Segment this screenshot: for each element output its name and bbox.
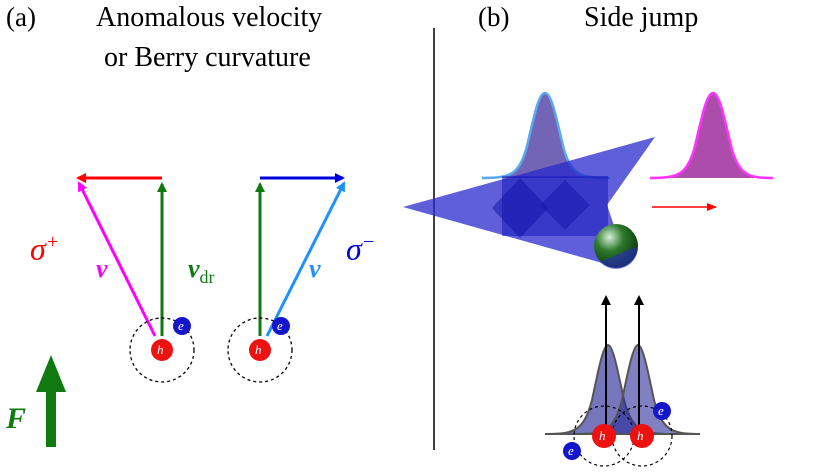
sigma-minus-label: σ− [346, 230, 376, 267]
panel-a-tag: (a) [6, 2, 36, 32]
hole-label-right: h [255, 342, 262, 357]
hole-b-right [630, 424, 654, 448]
panel-b-tag: (b) [478, 2, 510, 32]
electron-label-b-right: e [658, 403, 664, 418]
panel-a-title-line1: Anomalous velocity [96, 2, 323, 33]
exciton-orbit-b-right [611, 405, 673, 467]
wavepacket-final [650, 93, 773, 178]
velocity-label-left: v [96, 254, 108, 283]
panel-a-title-line2: or Berry curvature [104, 42, 311, 73]
hole-right [249, 339, 271, 361]
panel-a-right-group [227, 173, 346, 383]
drift-velocity-label: vdr [188, 254, 215, 288]
velocity-arrow-right [265, 181, 346, 337]
velocity-arrow-left [77, 181, 157, 337]
electron-label-left: e [178, 318, 184, 333]
force-arrow [36, 355, 66, 447]
panel-b-title: Side jump [584, 2, 699, 33]
electron-label-right: e [277, 318, 283, 333]
sigma-plus-label: σ+ [30, 230, 60, 267]
electron-right [272, 317, 290, 335]
velocity-label-right: v [309, 254, 321, 283]
hole-label-left: h [157, 342, 164, 357]
electron-left [173, 317, 191, 335]
electron-b-left [563, 442, 581, 460]
force-label: F [6, 402, 27, 435]
electron-label-b-left: e [568, 443, 574, 458]
panel-a-left-group [76, 173, 195, 383]
hole-b-left [592, 424, 616, 448]
hole-label-b-right: h [637, 428, 644, 443]
hole-label-b-left: h [599, 428, 606, 443]
electron-b-right [653, 402, 671, 420]
side-jump-group [403, 91, 774, 467]
exciton-orbit-left [129, 317, 195, 383]
exciton-orbit-right [227, 317, 293, 383]
hole-left [151, 339, 173, 361]
wavepacket-initial [482, 93, 610, 178]
